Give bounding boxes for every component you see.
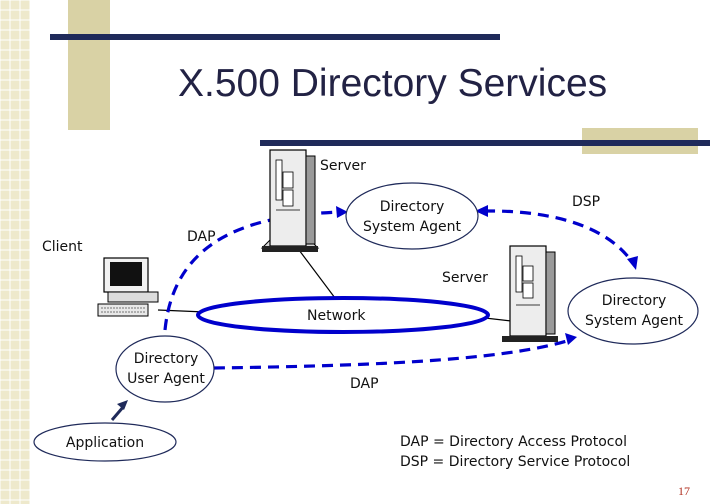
dap-bottom-label: DAP [350,376,379,392]
dua-ellipse [115,335,215,403]
dsa-top-ellipse [345,182,479,250]
protocol-legend: DAP = Directory Access Protocol DSP = Di… [400,432,630,472]
checkered-margin [0,0,30,504]
server-top-label: Server [320,158,366,174]
application-ellipse [33,422,177,462]
dsa-top-line1: Directory [379,199,445,215]
dsa-right-line2: System Agent [584,313,684,329]
dsp-arc [483,209,634,263]
dsp-label: DSP [572,194,601,210]
dap-top-arrowhead [336,206,348,218]
app-to-dua-arrow [110,405,126,421]
app-to-dua-arrowhead [117,400,128,410]
client-label: Client [42,239,83,255]
title-bottom-rule [260,140,710,146]
dua-line2: User Agent [127,371,205,387]
title-top-rule [50,34,500,40]
dua-node: Directory User Agent [116,349,216,389]
dap-bottom-arc [213,338,571,370]
slide-title: X.500 Directory Services [178,62,608,105]
network-ellipse [196,296,490,334]
network-label: Network [307,308,366,324]
dsa-top-line2: System Agent [362,219,462,235]
dap-bottom-arrowhead [565,333,577,345]
dsa-top-node: Directory System Agent [346,197,478,237]
server-tower-icon [502,245,558,342]
server-right-label: Server [442,270,488,286]
dap-top-label: DAP [187,229,216,245]
application-node: Application [65,435,145,451]
dsp-arrowhead-left [475,205,488,217]
dsa-right-ellipse [567,277,699,345]
dsa-right-node: Directory System Agent [568,291,700,331]
page-number: 17 [678,484,690,498]
legend-line-dap: DAP = Directory Access Protocol [400,434,627,450]
server-top-link [295,245,336,299]
title-accent-block [68,0,110,130]
dsp-arrowhead-right [627,256,638,270]
dua-line1: Directory [133,351,199,367]
dsa-right-line1: Directory [601,293,667,309]
server-tower-icon [260,149,320,252]
client-link [157,309,206,313]
desktop-computer-icon [97,257,159,317]
legend-line-dsp: DSP = Directory Service Protocol [400,454,631,470]
